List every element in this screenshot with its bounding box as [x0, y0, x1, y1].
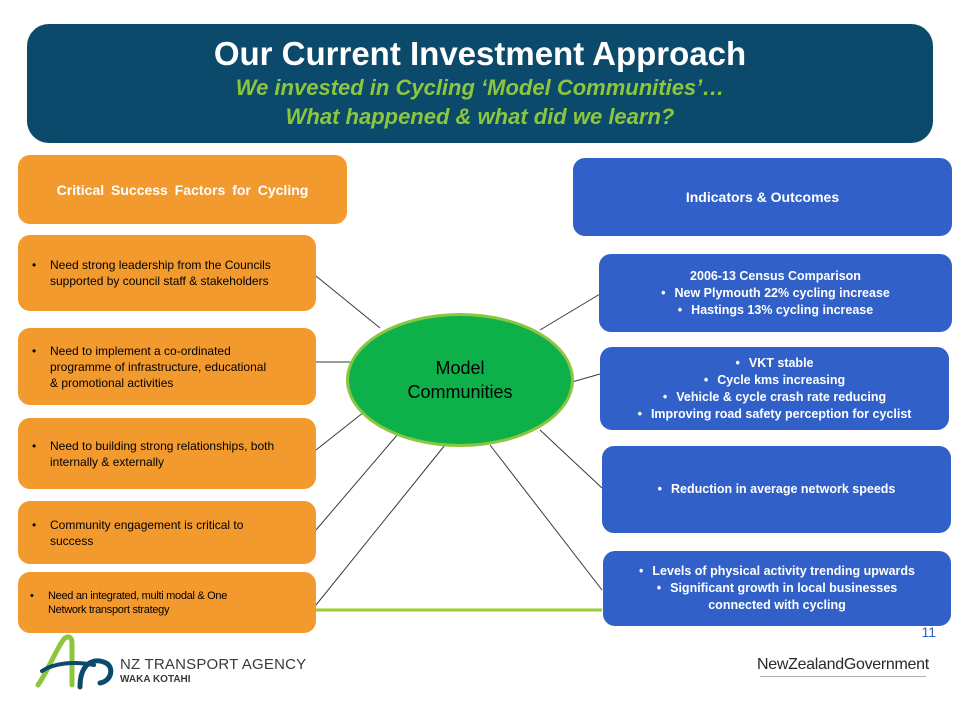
connector-line — [489, 444, 603, 591]
connector-line — [315, 444, 446, 606]
census-title: 2006-13 Census Comparison — [690, 268, 861, 283]
model-communities-node: Model Communities — [346, 313, 574, 447]
outcome-box-activity: Levels of physical activity trending upw… — [603, 551, 951, 626]
outcome-item: Hastings 13% cycling increase — [661, 302, 890, 319]
factor-item: Community engagement is critical to succ… — [32, 517, 243, 549]
agency-subtitle: WAKA KOTAHI — [120, 674, 191, 685]
outcome-item: Cycle kms increasing — [638, 372, 912, 389]
outcome-box-safety: VKT stable Cycle kms increasing Vehicle … — [600, 347, 949, 430]
indicators-outcomes-header: Indicators & Outcomes — [573, 158, 952, 236]
outcome-item: Reduction in average network speeds — [658, 481, 895, 498]
critical-success-factors-header: Critical Success Factors for Cycling — [18, 155, 347, 224]
connector-line — [571, 373, 601, 383]
factor-box-1: Need strong leadership from the Councils… — [18, 235, 316, 311]
outcome-box-speeds: Reduction in average network speeds — [602, 446, 951, 533]
factor-box-3: Need to building strong relationships, b… — [18, 418, 316, 489]
page-number: 11 — [921, 624, 936, 640]
factor-item: Need to building strong relationships, b… — [32, 438, 274, 470]
title-banner: Our Current Investment Approach We inves… — [27, 24, 933, 143]
outcome-item: VKT stable — [638, 355, 912, 372]
connector-line — [315, 433, 399, 531]
connector-line — [315, 275, 381, 329]
subtitle-line-1: We invested in Cycling ‘Model Communitie… — [235, 75, 725, 100]
outcome-item: Vehicle & cycle crash rate reducing — [638, 389, 912, 406]
model-communities-line-1: Model — [435, 358, 485, 378]
subtitle-line-2: What happened & what did we learn? — [285, 104, 675, 129]
factor-item: Need strong leadership from the Councils… — [32, 257, 271, 289]
outcome-item: Significant growth in local businesses — [639, 580, 915, 597]
factor-box-4: Community engagement is critical to succ… — [18, 501, 316, 564]
nz-government-logo: NewZealandGovernment — [757, 656, 929, 673]
factor-item: Need an integrated, multi modal & One Ne… — [30, 589, 227, 617]
outcome-item: New Plymouth 22% cycling increase — [661, 285, 890, 302]
connector-line — [539, 293, 601, 331]
factor-box-2: Need to implement a co-ordinated program… — [18, 328, 316, 405]
outcome-item-continuation: connected with cycling — [708, 598, 846, 612]
factor-box-5: Need an integrated, multi modal & One Ne… — [18, 572, 316, 633]
agency-name: NZ TRANSPORT AGENCY — [120, 656, 307, 673]
outcome-box-census: 2006-13 Census Comparison New Plymouth 2… — [599, 254, 952, 332]
nzta-logo-icon — [35, 634, 114, 690]
page-title: Our Current Investment Approach — [213, 35, 747, 72]
connector-line — [315, 411, 365, 451]
outcome-item: Levels of physical activity trending upw… — [639, 563, 915, 580]
model-communities-line-2: Communities — [407, 382, 513, 402]
connector-line — [539, 429, 603, 489]
nz-government-underline — [760, 676, 926, 677]
factor-item: Need to implement a co-ordinated program… — [32, 343, 266, 391]
outcome-item: Improving road safety perception for cyc… — [638, 406, 911, 423]
